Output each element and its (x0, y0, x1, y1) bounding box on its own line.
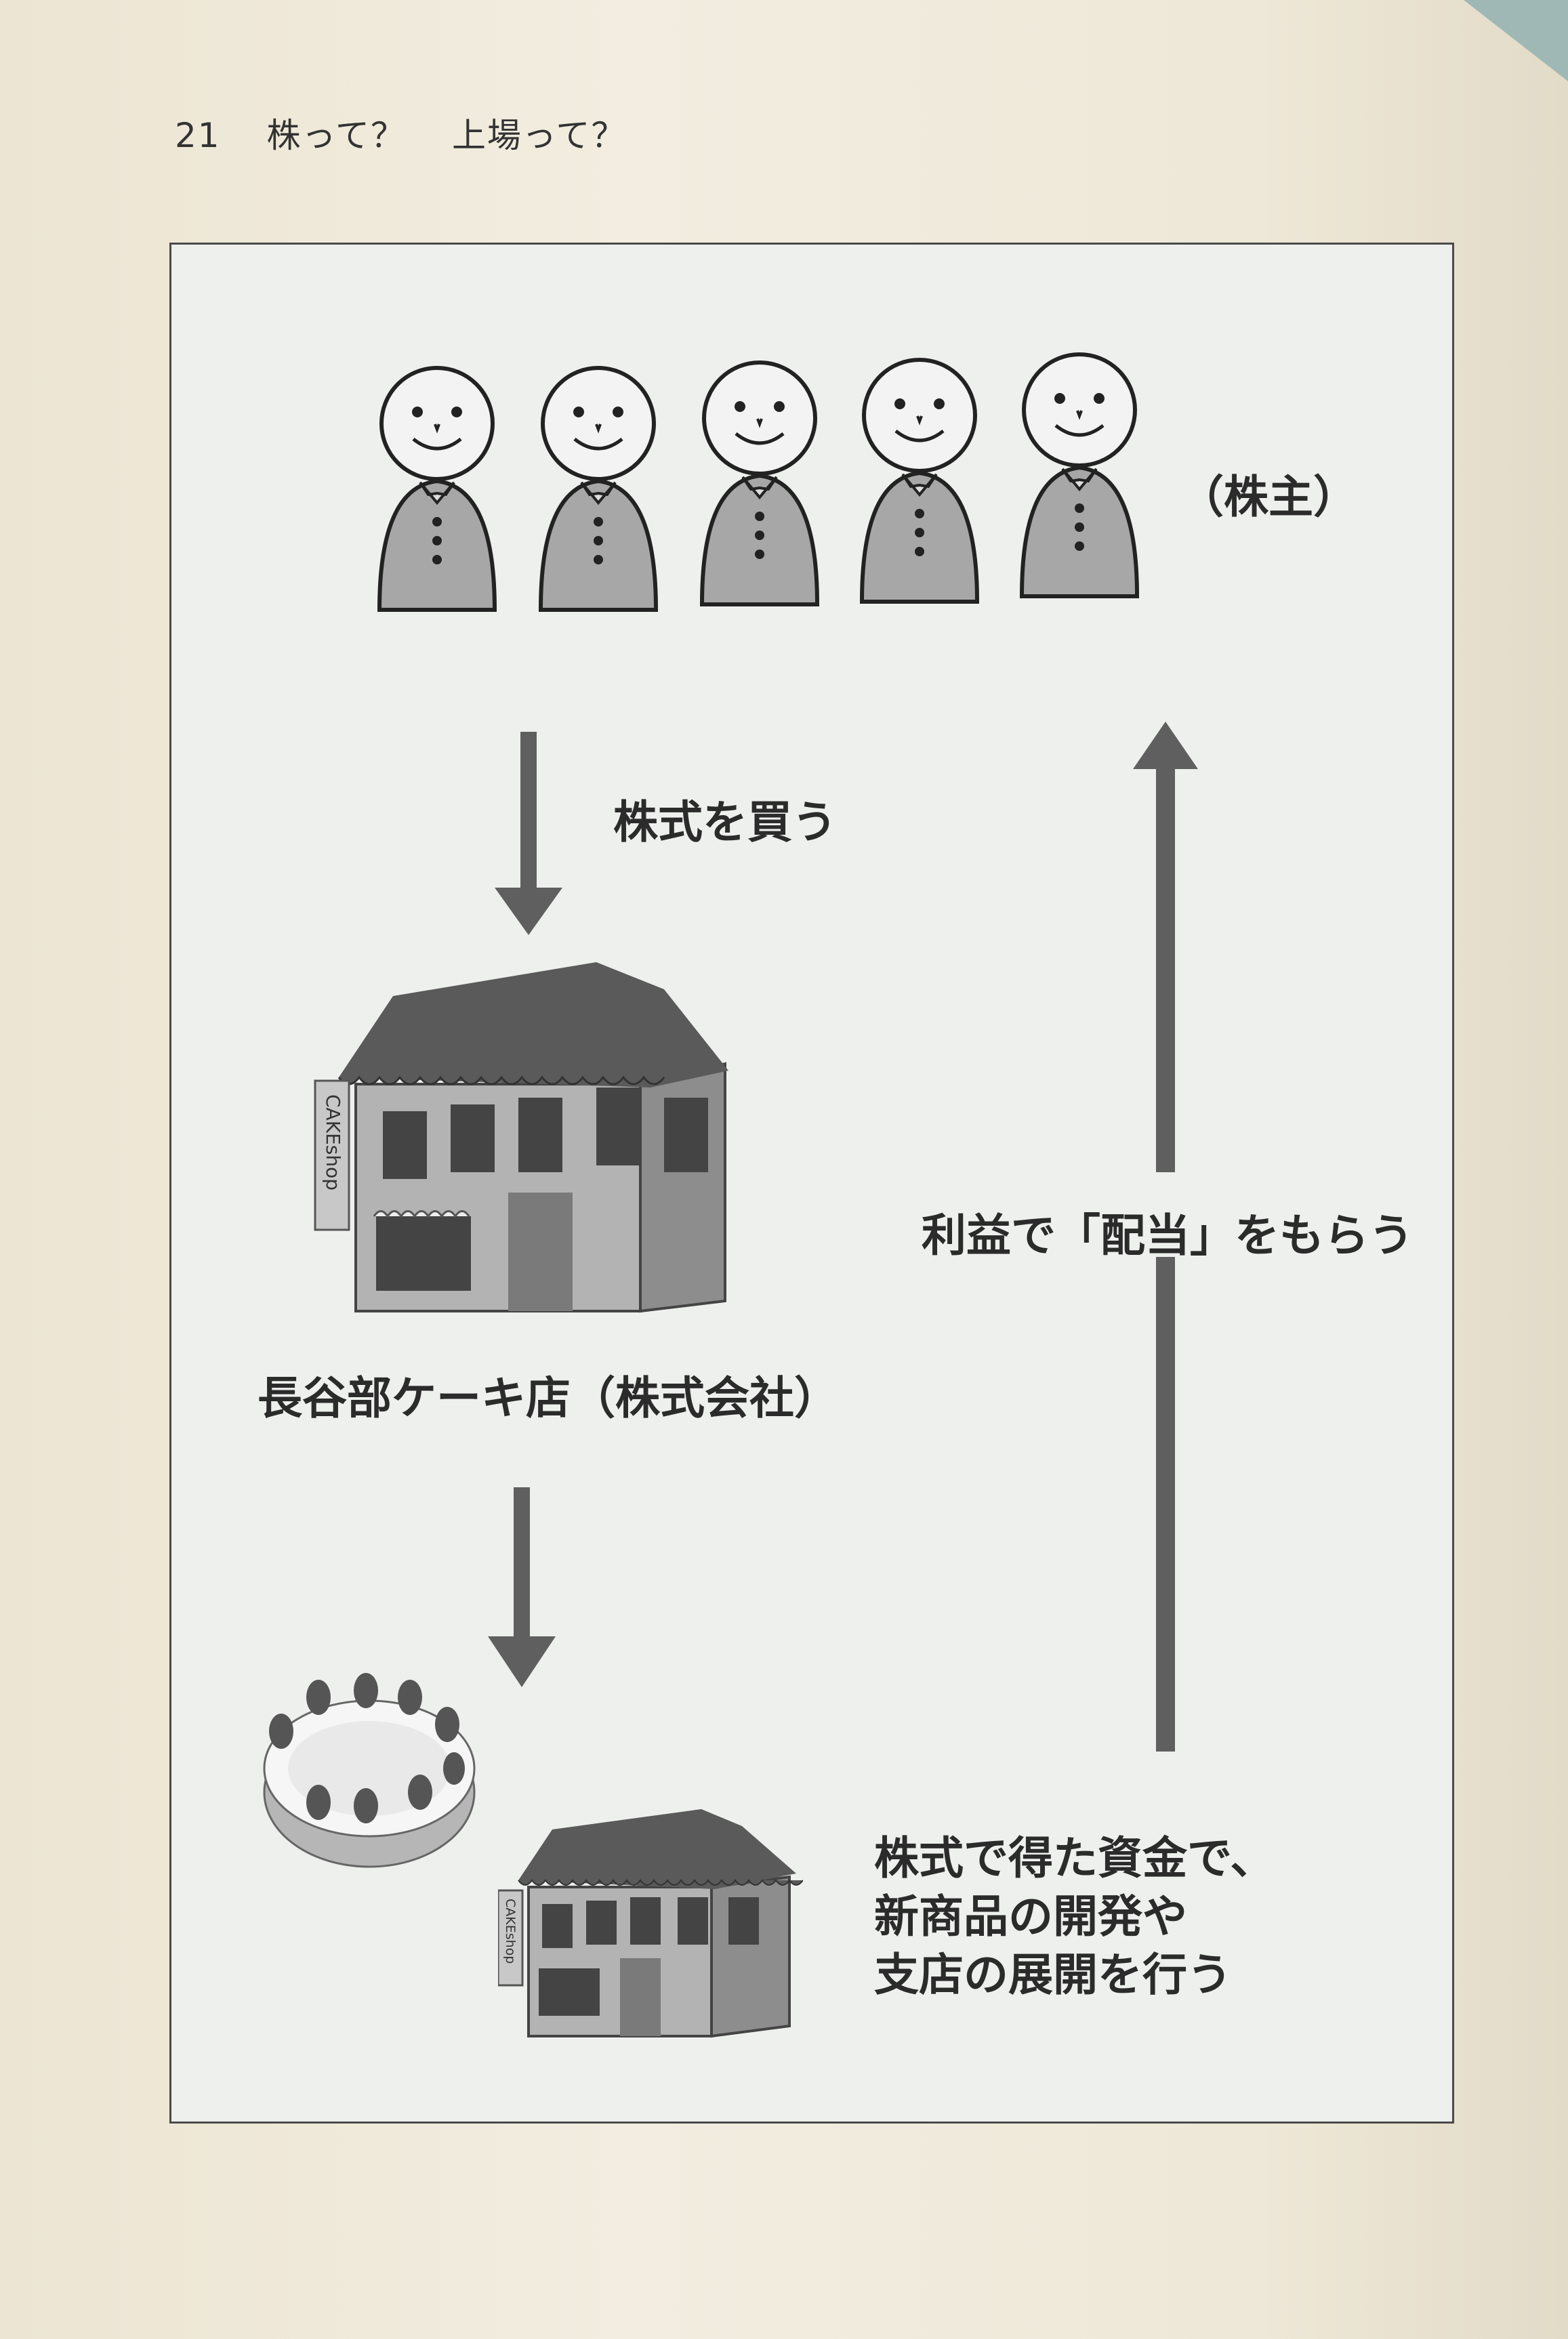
header-title-2: 上場って？ (451, 116, 627, 155)
shareholder-figure-1 (379, 368, 495, 610)
shareholder-figure-2 (541, 368, 656, 610)
shareholder-figure-3 (702, 363, 817, 604)
buy-shares-label: 株式を買う (613, 796, 837, 848)
funds-line-1: 株式で得た資金で、 (874, 1832, 1275, 1884)
cake-shop-building: CAKEshop (314, 962, 728, 1313)
shareholders-label: （株主） (1179, 471, 1358, 523)
invest-arrow (488, 1487, 556, 1687)
company-label: 長谷部ケーキ店（株式会社） (257, 1372, 839, 1424)
shareholders-group (366, 346, 1179, 617)
shop-sign-text: CAKEshop (322, 1094, 344, 1191)
funds-line-3: 支店の展開を行う (874, 1949, 1232, 2001)
shareholder-figure-4 (862, 360, 977, 602)
page-header: 21 株って？ 上場って？ (175, 108, 660, 157)
shareholder-figure-5 (1022, 354, 1137, 596)
header-title-1: 株って？ (266, 116, 407, 155)
dividend-arrow-shaft (1156, 1257, 1175, 1752)
dividend-arrow-head (1133, 722, 1198, 1172)
funds-usage-label: 株式で得た資金で、 新商品の開発や 支店の展開を行う (874, 1829, 1275, 2004)
funds-line-2: 新商品の開発や (874, 1890, 1187, 1943)
page-number: 21 (175, 116, 221, 155)
branch-building: CAKEshop (498, 1809, 803, 2038)
branch-sign-text: CAKEshop (503, 1899, 518, 1964)
dividend-label: 利益で「配当」をもらう (922, 1209, 1414, 1262)
cake-icon (263, 1673, 476, 1868)
buy-shares-arrow (495, 732, 562, 935)
